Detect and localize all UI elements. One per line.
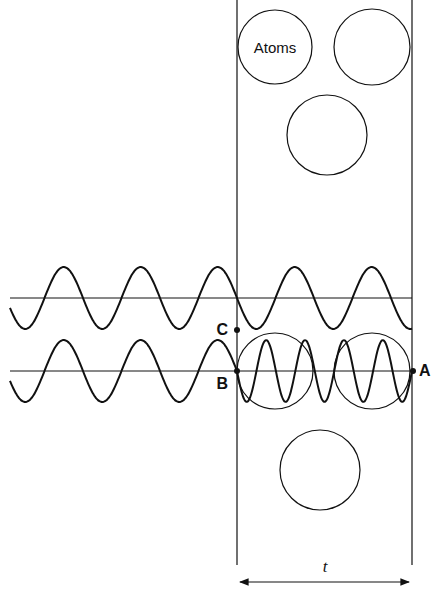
node-label: Atoms <box>254 39 297 56</box>
point-label: C <box>216 322 228 338</box>
slab-edge <box>236 0 237 565</box>
dimension-arrow <box>240 581 409 582</box>
point-dot <box>234 327 240 333</box>
atom-circle <box>334 9 410 85</box>
slab-edge <box>411 0 412 565</box>
point-dot <box>234 368 240 374</box>
point-label: A <box>419 363 431 379</box>
atom-circle <box>280 430 360 510</box>
point-label: B <box>216 376 228 392</box>
atom-circle: Atoms <box>237 9 313 85</box>
atom-circle <box>287 95 367 175</box>
dimension-label: t <box>321 558 330 575</box>
wave-axis <box>10 371 412 372</box>
point-dot <box>410 368 416 374</box>
wave-curve <box>10 340 412 402</box>
atom-outline <box>238 10 312 84</box>
wave-curve <box>10 267 412 329</box>
